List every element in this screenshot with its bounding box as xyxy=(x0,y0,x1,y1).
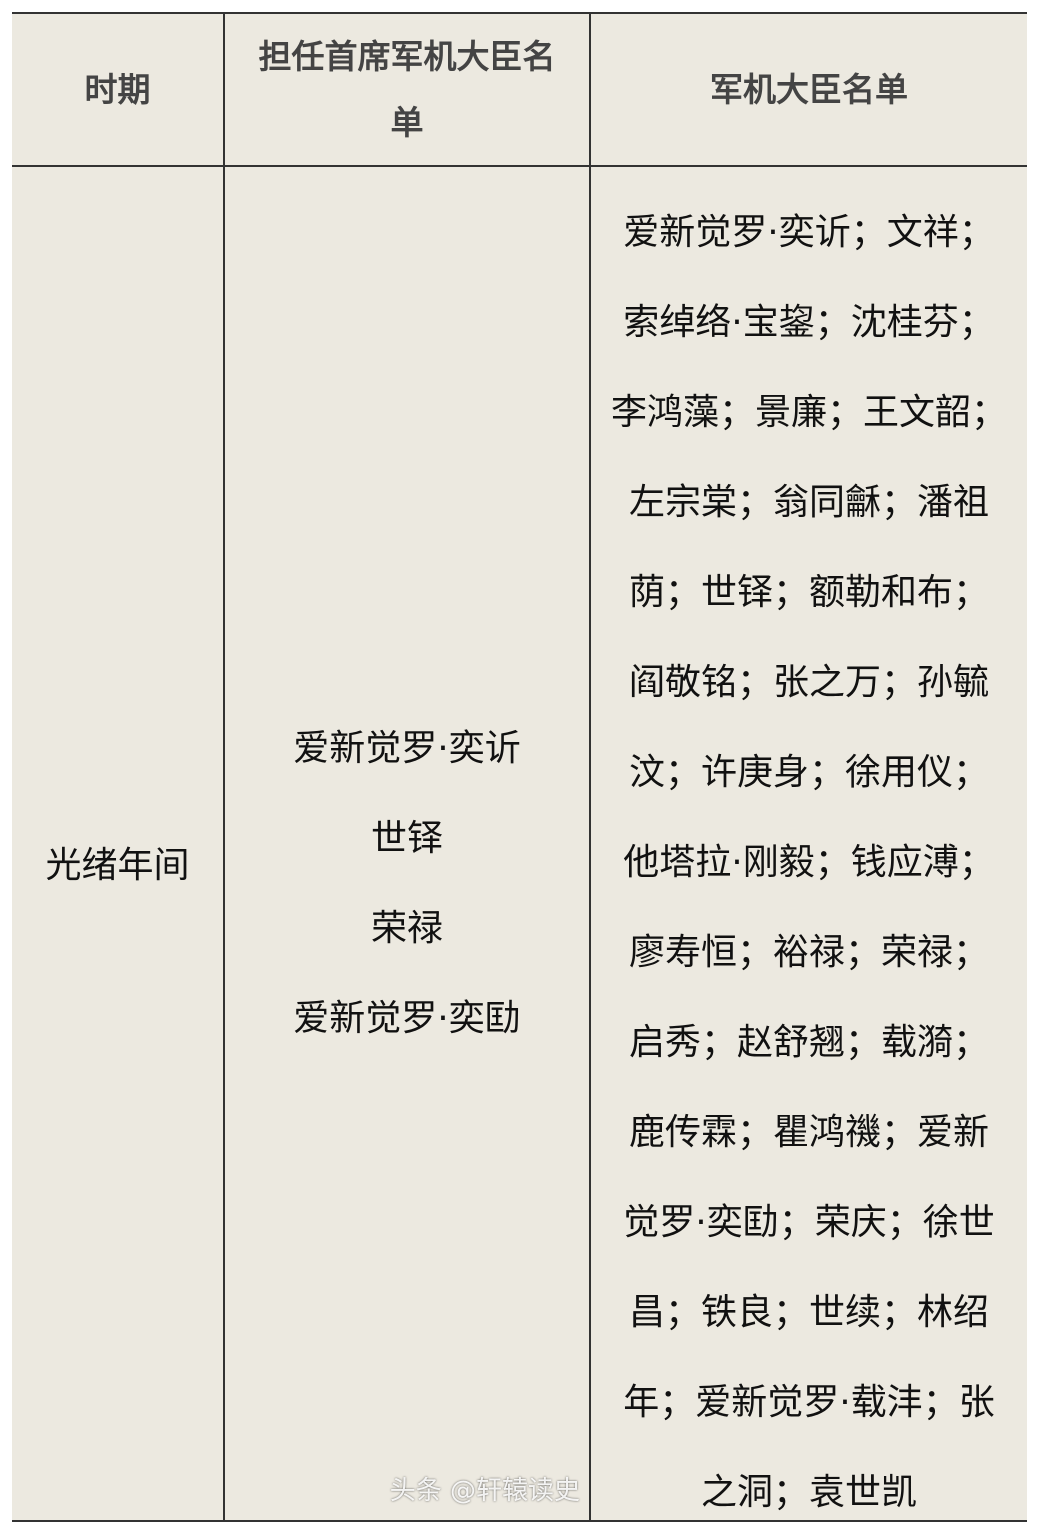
period-cell: 光绪年间 xyxy=(45,845,190,886)
minister-line: 爱新觉罗·奕䜣；文祥； xyxy=(623,212,995,253)
column-divider xyxy=(589,14,591,1520)
header-divider xyxy=(12,165,1027,167)
minister-line: 觉罗·奕劻；荣庆；徐世 xyxy=(623,1202,995,1243)
minister-line: 李鸿藻；景廉；王文韶； xyxy=(610,392,1007,433)
header-chief-ministers-text: 担任首席军机大臣名单 xyxy=(258,36,556,142)
chief-minister: 爱新觉罗·奕䜣 xyxy=(293,728,521,769)
column-divider xyxy=(223,14,225,1520)
minister-line: 汶；许庚身；徐用仪； xyxy=(628,752,989,793)
chief-minister: 世铎 xyxy=(370,818,443,859)
chief-minister: 爱新觉罗·奕劻 xyxy=(293,998,521,1039)
minister-line: 索绰络·宝鋆；沈桂芬； xyxy=(623,302,995,343)
ministers-cell: 爱新觉罗·奕䜣；文祥； 索绰络·宝鋆；沈桂芬； 李鸿藻；景廉；王文韶； 左宗棠；… xyxy=(591,188,1027,1538)
minister-line: 阎敬铭；张之万；孙毓 xyxy=(628,662,989,703)
header-ministers: 军机大臣名单 xyxy=(710,69,908,109)
minister-line: 廖寿恒；裕禄；荣禄； xyxy=(628,932,989,973)
watermark: 头条 @轩辕读史 xyxy=(389,1476,580,1506)
chief-ministers-cell: 爱新觉罗·奕䜣 世铎 荣禄 爱新觉罗·奕劻 xyxy=(225,704,589,1064)
minister-line: 荫；世铎；额勒和布； xyxy=(628,572,989,613)
minister-line: 左宗棠；翁同龢；潘祖 xyxy=(628,482,989,523)
minister-line: 他塔拉·刚毅；钱应溥； xyxy=(623,842,995,883)
header-chief-ministers: 担任首席军机大臣名单 xyxy=(225,14,589,165)
chief-minister: 荣禄 xyxy=(370,908,443,949)
minister-line: 昌；铁良；世续；林绍 xyxy=(628,1292,989,1333)
header-period: 时期 xyxy=(84,69,151,109)
minister-line: 年；爱新觉罗·载沣；张 xyxy=(623,1382,995,1423)
minister-line: 之洞；袁世凯 xyxy=(700,1472,917,1513)
minister-line: 鹿传霖；瞿鸿禨；爱新 xyxy=(628,1112,989,1153)
ministers-table: 时期 担任首席军机大臣名单 军机大臣名单 光绪年间 爱新觉罗·奕䜣 世铎 荣禄 … xyxy=(12,12,1027,1522)
minister-line: 启秀；赵舒翘；载漪； xyxy=(628,1022,989,1063)
